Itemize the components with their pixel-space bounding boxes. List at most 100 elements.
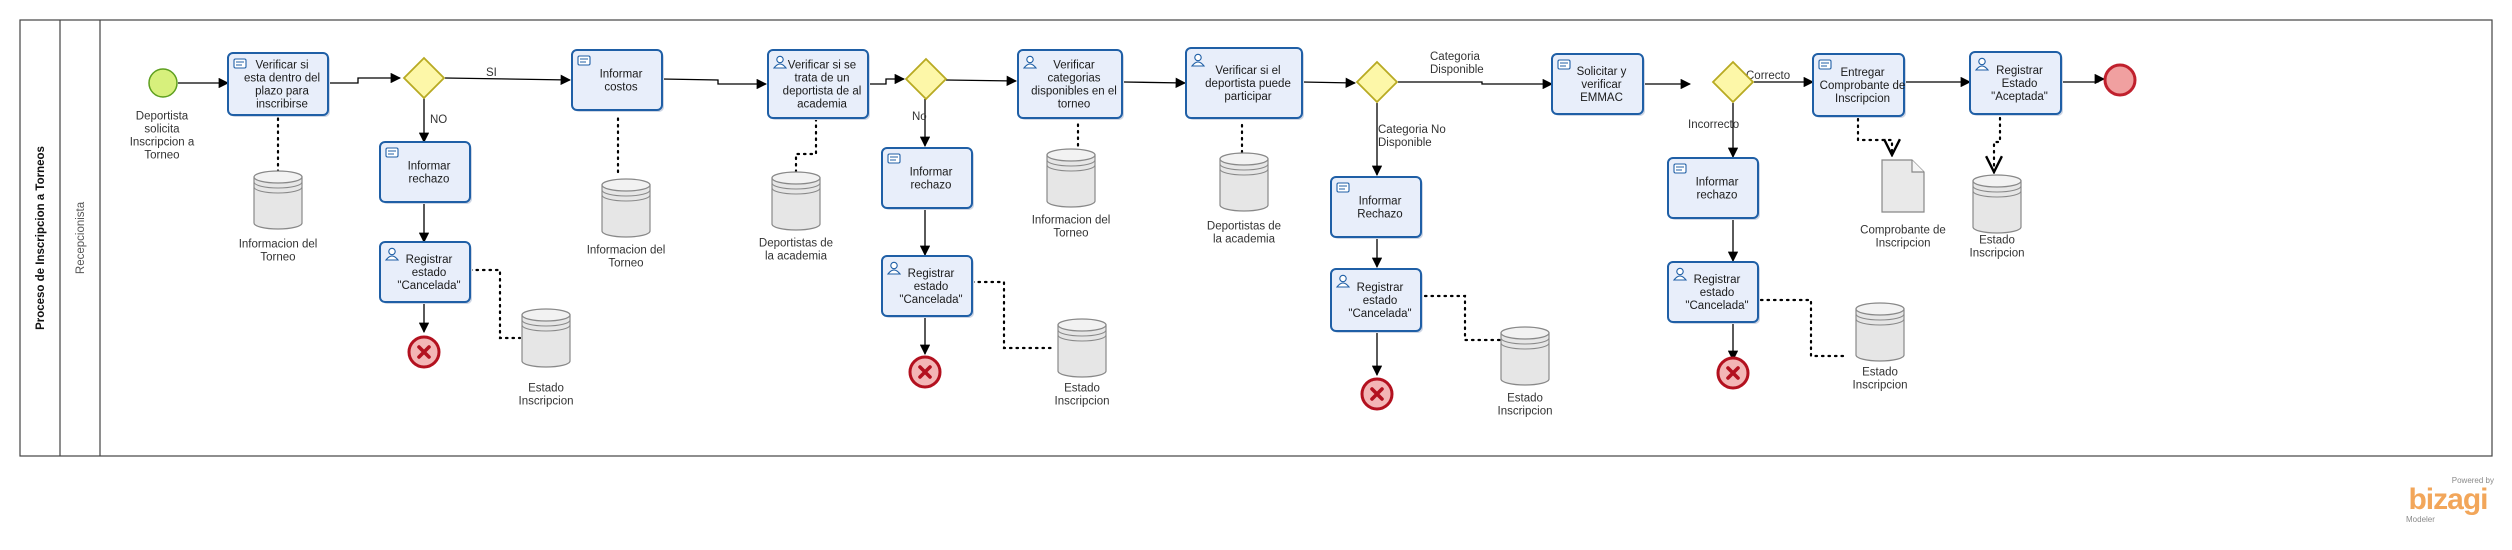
flow-label-categoria-disponible-line2: Disponible	[1430, 64, 1484, 76]
exclusive-gateway-2[interactable]	[904, 57, 948, 101]
service-task-icon	[1336, 182, 1350, 193]
end-event[interactable]	[2103, 63, 2137, 97]
flow-label-categoria-disponible-text: Categoria	[1430, 51, 1480, 63]
flow-label-categoria-disponible: Categoria Disponible	[1430, 51, 1484, 76]
flow-label-correcto: Correcto	[1746, 70, 1790, 82]
error-end-event-3[interactable]	[1360, 377, 1394, 411]
task-box	[571, 49, 663, 111]
cancel-x-icon	[1370, 387, 1384, 401]
cancel-x-icon	[918, 365, 932, 379]
task-box	[1969, 51, 2062, 115]
task-box	[1667, 261, 1759, 323]
database-icon	[1500, 326, 1550, 386]
database-icon	[1046, 148, 1096, 208]
error-end-event-1[interactable]	[407, 335, 441, 369]
powered-by-text: Powered by	[2451, 476, 2494, 485]
flow-label-no: NO	[430, 114, 447, 126]
task-box	[881, 147, 973, 209]
exclusive-gateway-3[interactable]	[1355, 60, 1399, 104]
flow-label-si: SI	[486, 67, 497, 79]
service-task-icon	[577, 55, 591, 66]
service-task-icon	[887, 153, 901, 164]
task-box	[1551, 53, 1644, 115]
bizagi-logo: bizagi	[2408, 483, 2488, 516]
error-end-event-4[interactable]	[1716, 356, 1750, 390]
task-box	[227, 52, 329, 116]
exclusive-gateway-4[interactable]	[1711, 60, 1755, 104]
task-box	[1017, 49, 1123, 119]
service-task-icon	[233, 58, 247, 69]
user-task-icon	[1335, 274, 1351, 288]
database-icon	[521, 308, 571, 368]
task-box	[1330, 268, 1422, 332]
database-icon	[253, 170, 303, 230]
exclusive-gateway-1[interactable]	[402, 56, 446, 100]
task-box	[767, 49, 869, 119]
associations	[276, 116, 2000, 358]
database-icon	[1057, 318, 1107, 378]
database-icon	[1855, 302, 1905, 362]
user-task-icon	[384, 247, 400, 261]
user-task-icon	[1974, 57, 1990, 71]
service-task-icon	[1557, 59, 1571, 70]
database-icon	[601, 178, 651, 238]
user-task-icon	[1022, 55, 1038, 69]
service-task-icon	[385, 147, 399, 158]
flow-label-incorrecto: Incorrecto	[1688, 119, 1739, 131]
start-event[interactable]	[148, 68, 178, 98]
flow-label-no-2: No	[912, 111, 927, 123]
bizagi-branding: Powered by bizagi Modeler	[2398, 476, 2498, 524]
error-end-event-2[interactable]	[908, 355, 942, 389]
document-icon	[1881, 159, 1925, 213]
pool-label: Proceso de Inscripcion a Torneos	[35, 146, 47, 330]
sequence-flows	[178, 72, 2106, 377]
